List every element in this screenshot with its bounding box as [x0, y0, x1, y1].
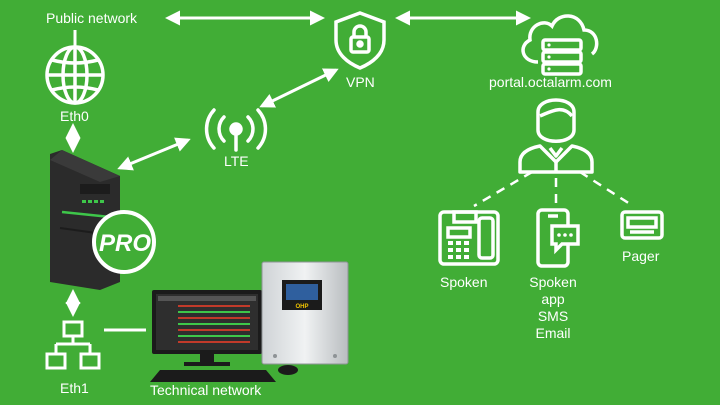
- desk-phone-keys: [448, 241, 469, 259]
- ohp-brand-label: OHP: [295, 304, 308, 310]
- arrow-lte-vpn: [259, 68, 339, 108]
- cloud-server-icon: [521, 14, 599, 76]
- eth1-label: Eth1: [60, 380, 89, 396]
- pro-badge: PRO: [99, 230, 151, 257]
- arrow-device-lte: [117, 137, 191, 171]
- ohp-cabinet: [261, 261, 349, 365]
- shield-lock-icon: [334, 11, 386, 70]
- vpn-label: VPN: [346, 74, 375, 90]
- channel-email: Email: [535, 325, 571, 341]
- lte-label: LTE: [224, 153, 249, 169]
- technical-computer: [150, 290, 298, 382]
- dashed-links: [473, 170, 631, 208]
- desk-phone-icon: [438, 210, 500, 266]
- technical-network-label: Technical network: [150, 382, 262, 398]
- channel-spoken: Spoken: [529, 274, 577, 290]
- network-tree-icon: [45, 320, 101, 370]
- spoken-app-sms-email-label: Spoken app SMS Email: [518, 274, 588, 342]
- public-network-label: Public network: [46, 10, 138, 26]
- globe-icon: [45, 45, 105, 105]
- channel-sms: SMS: [537, 308, 569, 324]
- channel-app: app: [541, 291, 565, 307]
- lte-antenna-icon: [204, 108, 268, 152]
- portal-label: portal.octalarm.com: [489, 74, 612, 90]
- server-leds: [547, 43, 551, 71]
- pager-label: Pager: [622, 248, 660, 264]
- chat-dots: [557, 233, 573, 237]
- pager-icon: [620, 210, 664, 240]
- spoken-label: Spoken: [440, 274, 488, 290]
- octalarm-pro-device: [50, 150, 156, 290]
- person-icon: [518, 98, 594, 174]
- smartphone-chat-icon: [536, 208, 580, 268]
- connection-arrows: [65, 10, 531, 332]
- eth0-label: Eth0: [60, 108, 89, 124]
